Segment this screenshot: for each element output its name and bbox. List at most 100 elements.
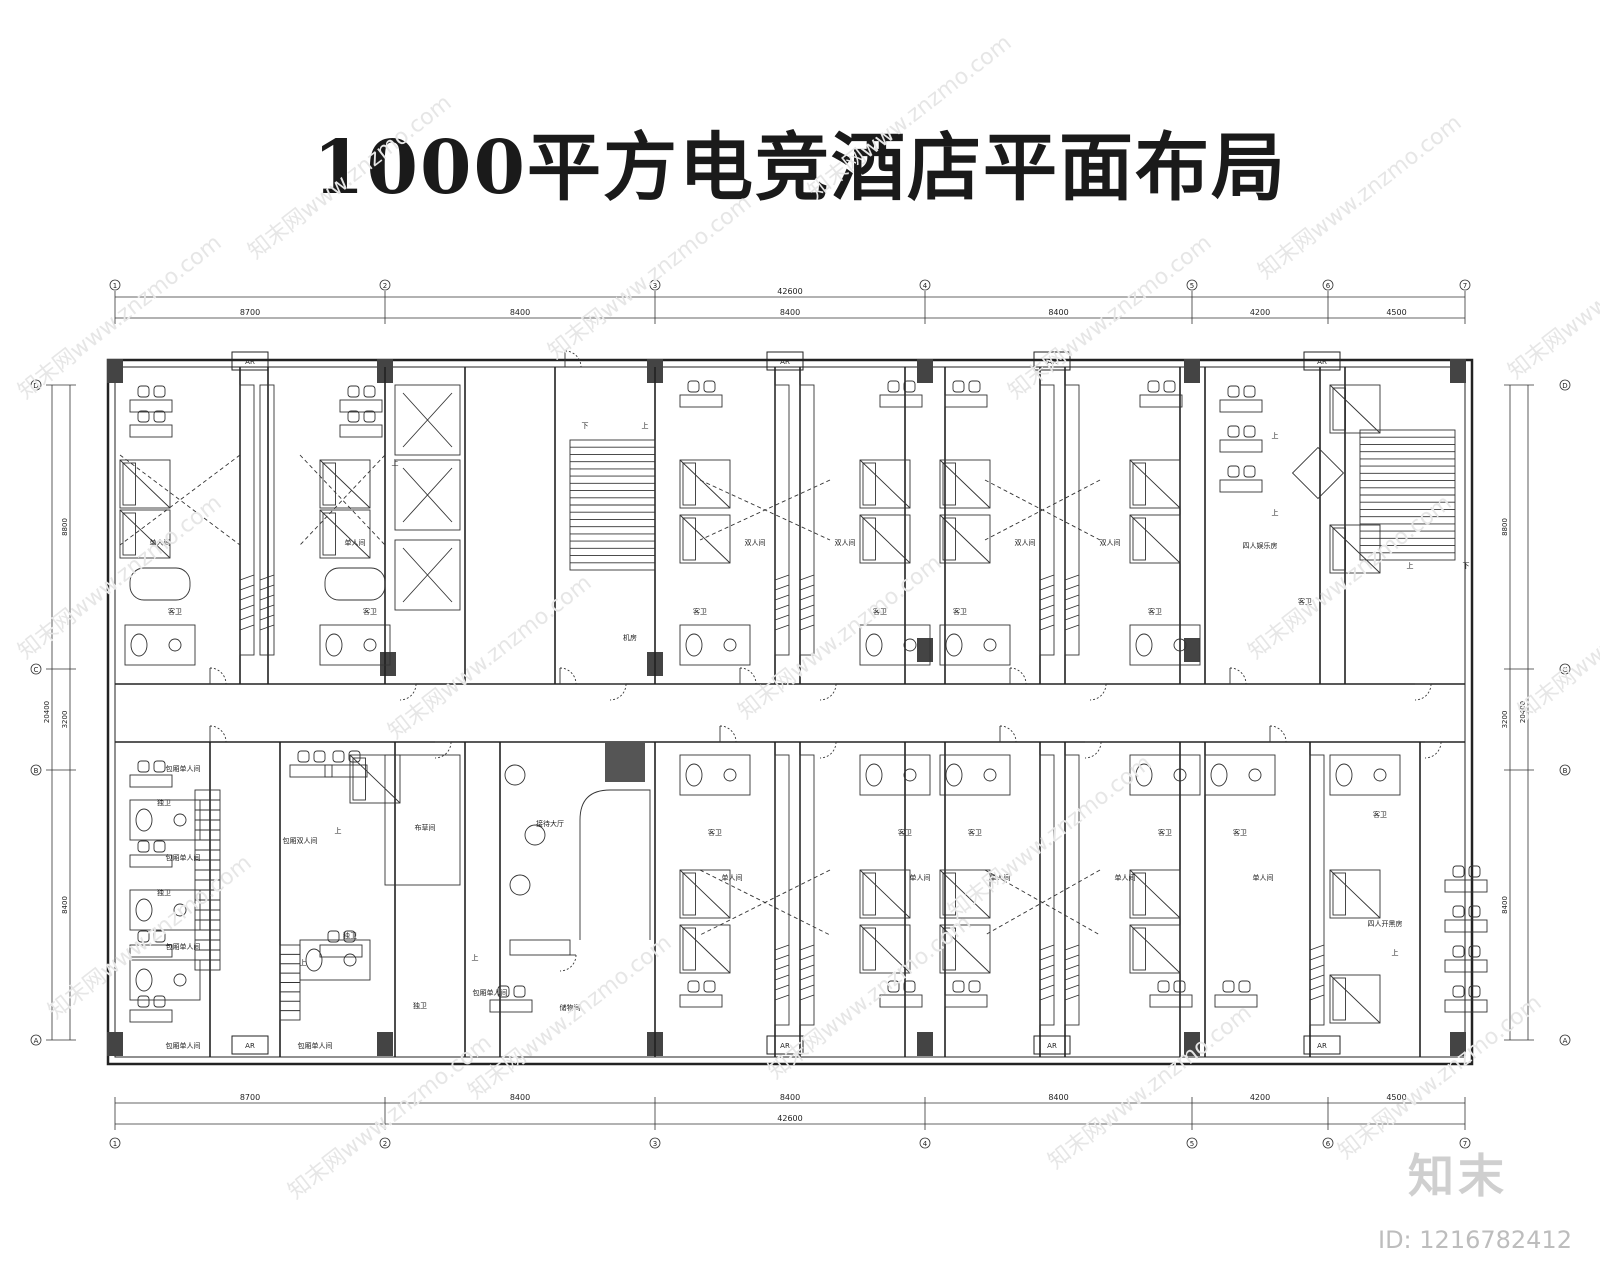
bed <box>1129 869 1181 919</box>
axis-bubble <box>1559 379 1571 391</box>
pillow <box>122 512 136 556</box>
desk <box>1444 879 1488 893</box>
toilet <box>1335 763 1353 787</box>
bed-cover <box>1129 869 1181 919</box>
dashed-line <box>984 479 1101 541</box>
door <box>1414 683 1432 701</box>
desk <box>879 994 923 1008</box>
pillow <box>1132 927 1146 971</box>
hanger <box>799 964 815 971</box>
elevator <box>394 384 461 456</box>
structural-column <box>1184 1032 1200 1056</box>
hanger <box>1309 974 1325 981</box>
axis-label: 5 <box>1190 282 1194 290</box>
dim-total: 42600 <box>777 287 802 296</box>
chair <box>1468 985 1481 998</box>
toilet <box>685 763 703 787</box>
desk <box>1444 919 1488 933</box>
chair <box>952 380 965 393</box>
hanger <box>1309 944 1325 951</box>
toilet <box>945 763 963 787</box>
hanger <box>1039 954 1055 961</box>
structural-column <box>107 1032 123 1056</box>
stair-label: 上 <box>642 421 649 430</box>
door-swing <box>999 725 1017 743</box>
chair <box>347 410 360 423</box>
chair <box>1468 905 1481 918</box>
chair <box>153 995 166 1008</box>
chair <box>1238 980 1251 993</box>
hanger <box>799 624 815 631</box>
pillow <box>1332 872 1346 916</box>
pillow <box>322 512 336 556</box>
hanger <box>774 964 790 971</box>
bathroom <box>679 624 751 666</box>
chair <box>968 380 981 393</box>
wardrobe <box>1039 384 1055 656</box>
room-label: 储物间 <box>560 1003 581 1012</box>
bathroom <box>124 624 196 666</box>
chair <box>1452 945 1465 958</box>
bathroom <box>679 754 751 796</box>
hanger <box>239 574 255 581</box>
door <box>719 725 737 743</box>
hanger <box>774 604 790 611</box>
bed-cover <box>859 924 911 974</box>
pillow <box>322 462 336 506</box>
bed <box>859 514 911 564</box>
bed-cover <box>679 869 731 919</box>
room-label: 单人间 <box>990 873 1011 882</box>
bathroom <box>859 754 931 796</box>
axis-label: A <box>34 1037 39 1045</box>
chair <box>497 985 510 998</box>
bed-cover <box>679 514 731 564</box>
room-label: 独卫 <box>413 1001 427 1010</box>
hanger <box>1309 994 1325 1001</box>
bed <box>939 924 991 974</box>
pillow <box>1132 517 1146 561</box>
dashed-line <box>699 869 831 936</box>
sink <box>173 973 187 987</box>
ar-label: AR <box>245 1042 255 1050</box>
room-label: 双人间 <box>835 539 856 547</box>
bathtub <box>129 567 191 601</box>
door-swing <box>819 741 837 759</box>
pillow <box>862 872 876 916</box>
axis-bubble <box>109 279 121 291</box>
axis-bubble <box>919 279 931 291</box>
chair <box>137 930 150 943</box>
chair <box>153 385 166 398</box>
desk <box>679 994 723 1008</box>
door-swing <box>609 683 627 701</box>
room-label: 客卫 <box>693 607 707 616</box>
desk <box>129 424 173 438</box>
axis-label: 2 <box>383 282 387 290</box>
dim-value: 8400 <box>780 1093 800 1102</box>
sink <box>363 638 377 652</box>
room-label: 包厢单人间 <box>166 1041 201 1050</box>
bed-cover <box>859 869 911 919</box>
door <box>999 725 1017 743</box>
sink <box>1173 638 1187 652</box>
sink <box>343 953 357 967</box>
axis-bubble <box>649 279 661 291</box>
bed <box>349 754 401 804</box>
bed <box>1329 524 1381 574</box>
desk <box>129 1009 173 1023</box>
pillow <box>682 872 696 916</box>
room-label: 客卫 <box>168 607 182 616</box>
chair <box>968 980 981 993</box>
room-label: 客卫 <box>1148 607 1162 616</box>
hanger <box>1064 574 1080 581</box>
ar-unit <box>231 351 269 371</box>
hanger <box>774 954 790 961</box>
bed <box>1129 459 1181 509</box>
bed-cover <box>319 459 371 509</box>
room-label: 客卫 <box>1158 828 1172 837</box>
bed-cover <box>859 514 911 564</box>
axis-label: 6 <box>1326 282 1331 290</box>
lobby-table <box>509 874 531 896</box>
axis-bubble <box>1459 1137 1471 1149</box>
bed-cover <box>1129 924 1181 974</box>
axis-bubble <box>30 1034 42 1046</box>
